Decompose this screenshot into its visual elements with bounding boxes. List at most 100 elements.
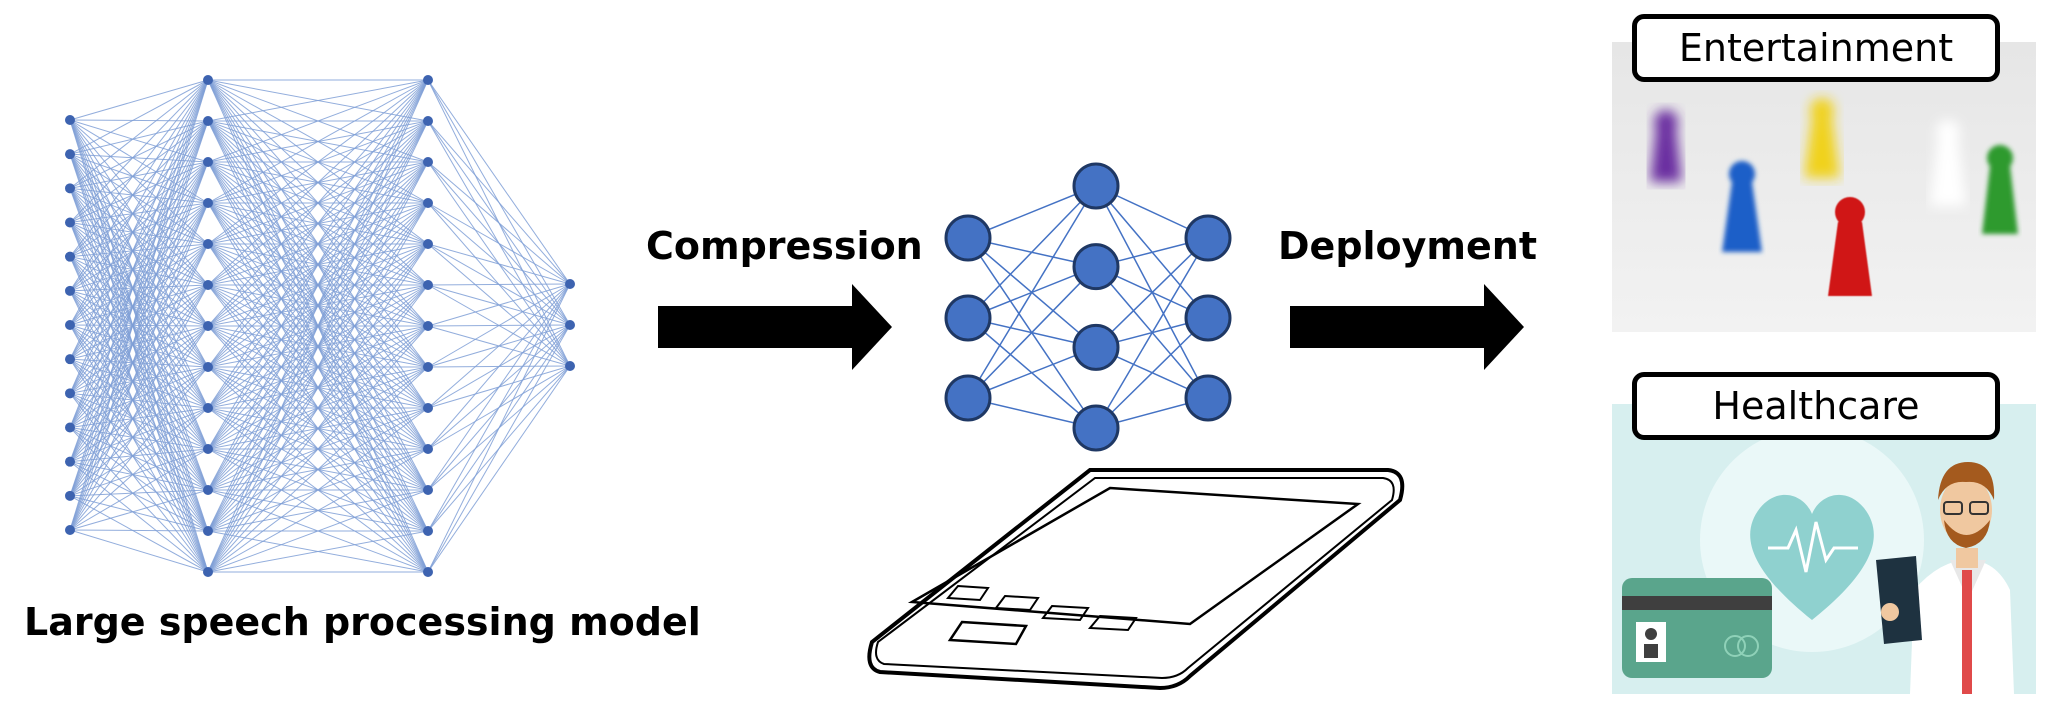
network-connection (69, 358, 209, 491)
network-connection (69, 79, 209, 531)
network-connection (207, 79, 429, 204)
deployment-arrow (1290, 284, 1524, 370)
network-connection (69, 79, 209, 189)
network-connection (69, 79, 209, 428)
network-node (65, 490, 75, 501)
network-connection (69, 461, 209, 573)
network-connection (207, 448, 429, 573)
network-node (1072, 162, 1120, 210)
network-node (423, 362, 433, 372)
network-node (65, 422, 75, 433)
network-node (423, 75, 433, 85)
network-connection (427, 283, 571, 450)
network-connection (207, 366, 429, 573)
network-node (65, 217, 75, 228)
large-speech-model-network (65, 75, 575, 577)
network-connection (207, 489, 429, 573)
network-node (423, 567, 433, 577)
network-connection (69, 120, 209, 531)
network-node (65, 251, 75, 262)
network-connection (69, 325, 209, 394)
network-node (1184, 214, 1232, 262)
network-node (1184, 294, 1232, 342)
network-connection (427, 283, 571, 491)
network-connection (69, 202, 209, 428)
network-connection (69, 120, 209, 394)
network-connection (207, 407, 429, 573)
network-connection (69, 79, 209, 496)
network-connection (69, 427, 209, 491)
network-node (565, 320, 575, 330)
network-node (65, 285, 75, 296)
network-connection (69, 161, 209, 462)
network-connection (69, 358, 209, 409)
network-node (203, 526, 213, 536)
network-connection (427, 283, 571, 409)
network-connection (69, 427, 209, 450)
network-node (65, 115, 75, 125)
network-connection (69, 79, 209, 292)
healthcare-image (1612, 404, 2036, 694)
network-connection (69, 79, 209, 360)
network-connection (207, 284, 429, 573)
network-connection (427, 120, 571, 285)
network-node (423, 321, 433, 331)
network-node (423, 280, 433, 290)
network-connection (69, 202, 209, 531)
network-connection (69, 202, 209, 360)
network-connection (69, 529, 209, 532)
network-node (423, 239, 433, 249)
network-connection (69, 358, 209, 573)
network-connection (69, 79, 209, 257)
network-connection (69, 161, 209, 497)
network-connection (69, 161, 209, 394)
network-connection (69, 427, 209, 532)
network-node (423, 403, 433, 413)
network-connection (207, 79, 429, 368)
network-connection (69, 243, 209, 531)
network-connection (69, 120, 209, 428)
network-connection (69, 161, 209, 531)
doctor-icon (1876, 462, 2014, 694)
network-connection (427, 202, 571, 285)
network-connection (69, 392, 209, 450)
network-node (203, 116, 213, 126)
network-connection (207, 325, 429, 573)
network-connection (1095, 317, 1209, 429)
network-connection (69, 202, 209, 497)
network-connection (69, 393, 209, 573)
network-node (423, 526, 433, 536)
network-connection (427, 283, 571, 573)
compression-label: Compression (646, 224, 923, 268)
network-node (203, 321, 213, 331)
network-node (65, 354, 75, 365)
network-connection (207, 79, 429, 122)
network-connection (69, 366, 209, 394)
network-connection (69, 79, 209, 223)
network-connection (207, 161, 429, 573)
network-connection (69, 161, 209, 360)
network-node (565, 361, 575, 371)
network-connection (69, 284, 209, 531)
network-node (203, 157, 213, 167)
network-connection (207, 79, 429, 327)
network-node (203, 75, 213, 85)
network-connection (69, 120, 209, 360)
network-connection (69, 407, 209, 531)
network-connection (69, 358, 209, 532)
network-node (65, 525, 75, 535)
network-node (1072, 404, 1120, 452)
network-connection (967, 266, 1097, 399)
network-connection (69, 407, 209, 463)
network-node (65, 320, 75, 330)
healthcare-label: Healthcare (1632, 372, 2000, 440)
network-connection (69, 202, 209, 394)
network-node (565, 279, 575, 289)
network-node (423, 198, 433, 208)
network-node (944, 374, 992, 422)
network-connection (69, 358, 209, 450)
network-connection (69, 448, 209, 497)
network-connection (207, 79, 429, 573)
network-node (203, 198, 213, 208)
network-connection (69, 495, 209, 532)
